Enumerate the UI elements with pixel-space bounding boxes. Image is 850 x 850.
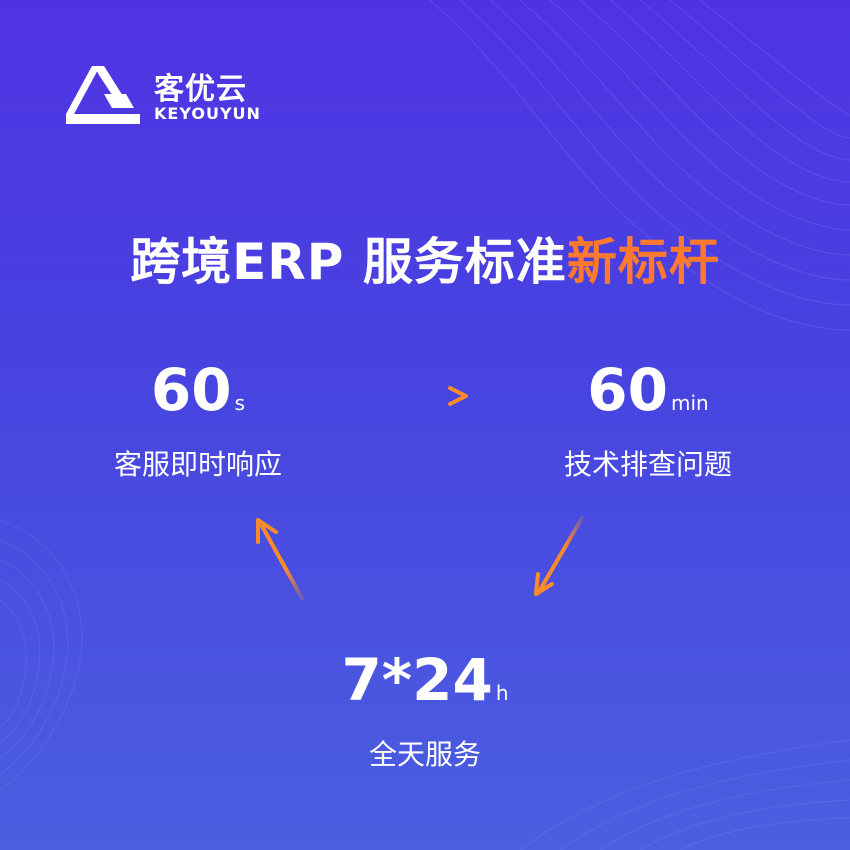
brand-name-en: KEYOUYUN [154,104,261,123]
metric-value: 60 [587,356,668,424]
brand-logo: 客优云 KEYOUYUN [64,64,294,128]
headline-accent: 新标杆 [566,233,720,291]
logo-mark-icon [66,66,140,124]
metric-label: 技术排查问题 [563,448,732,481]
metric-unit: h [495,681,509,705]
metric-label: 全天服务 [368,738,481,771]
headline-main: 跨境ERP 服务标准 [130,233,567,291]
brand-name-cn: 客优云 [154,72,247,107]
metric-unit: s [234,391,246,415]
metric-value: 60 [150,356,232,424]
headline: 跨境ERP 服务标准新标杆 [0,222,850,294]
metric-label: 客服即时响应 [113,448,282,481]
metric-value: 7*24 [341,646,493,714]
metric-unit: min [671,391,709,415]
